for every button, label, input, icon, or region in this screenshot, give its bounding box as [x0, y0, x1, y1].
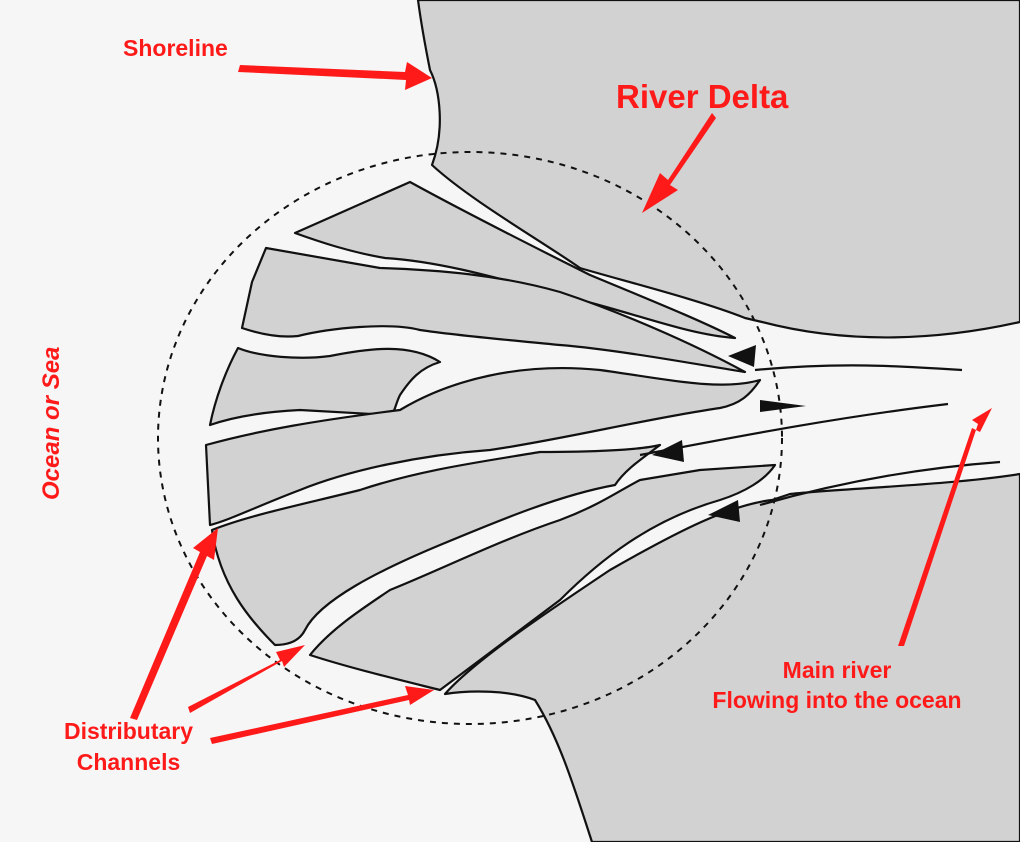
flow-arrowhead-3 [708, 500, 740, 522]
river-delta-arrow [642, 113, 716, 213]
flow-arrowhead-4 [760, 400, 806, 412]
shoreline-arrow [238, 62, 432, 90]
island-5 [210, 443, 662, 647]
main-river-label: Main river Flowing into the ocean [682, 655, 992, 715]
delta-boundary-circle [157, 151, 783, 725]
channel-line-lower [759, 460, 1001, 507]
upper-land [416, 0, 1020, 339]
flow-arrowhead-1 [728, 345, 756, 367]
channels-label-line-1: Distributary [63, 718, 194, 744]
main-river-arrow [898, 408, 992, 646]
river-delta-label: River Delta [616, 78, 789, 115]
island-4 [204, 367, 762, 527]
island-6 [308, 463, 777, 692]
channels-label-line-2: Channels [76, 749, 181, 775]
island-1 [293, 180, 737, 340]
channel-arrow-1 [130, 528, 218, 720]
flow-arrowhead-2 [652, 440, 684, 462]
distributary-channels-label: Distributary Channels [46, 716, 211, 778]
main-river-label-line-1: Main river [782, 657, 892, 683]
shoreline-label: Shoreline [123, 35, 228, 61]
ocean-label: Ocean or Sea [38, 346, 65, 500]
island-3 [208, 346, 442, 427]
channel-arrow-3 [210, 686, 434, 744]
channel-arrow-2 [188, 645, 305, 713]
lower-land [443, 472, 1020, 842]
main-river-label-line-2: Flowing into the ocean [712, 687, 962, 713]
island-2 [240, 246, 747, 374]
channel-line-upper [754, 364, 963, 372]
